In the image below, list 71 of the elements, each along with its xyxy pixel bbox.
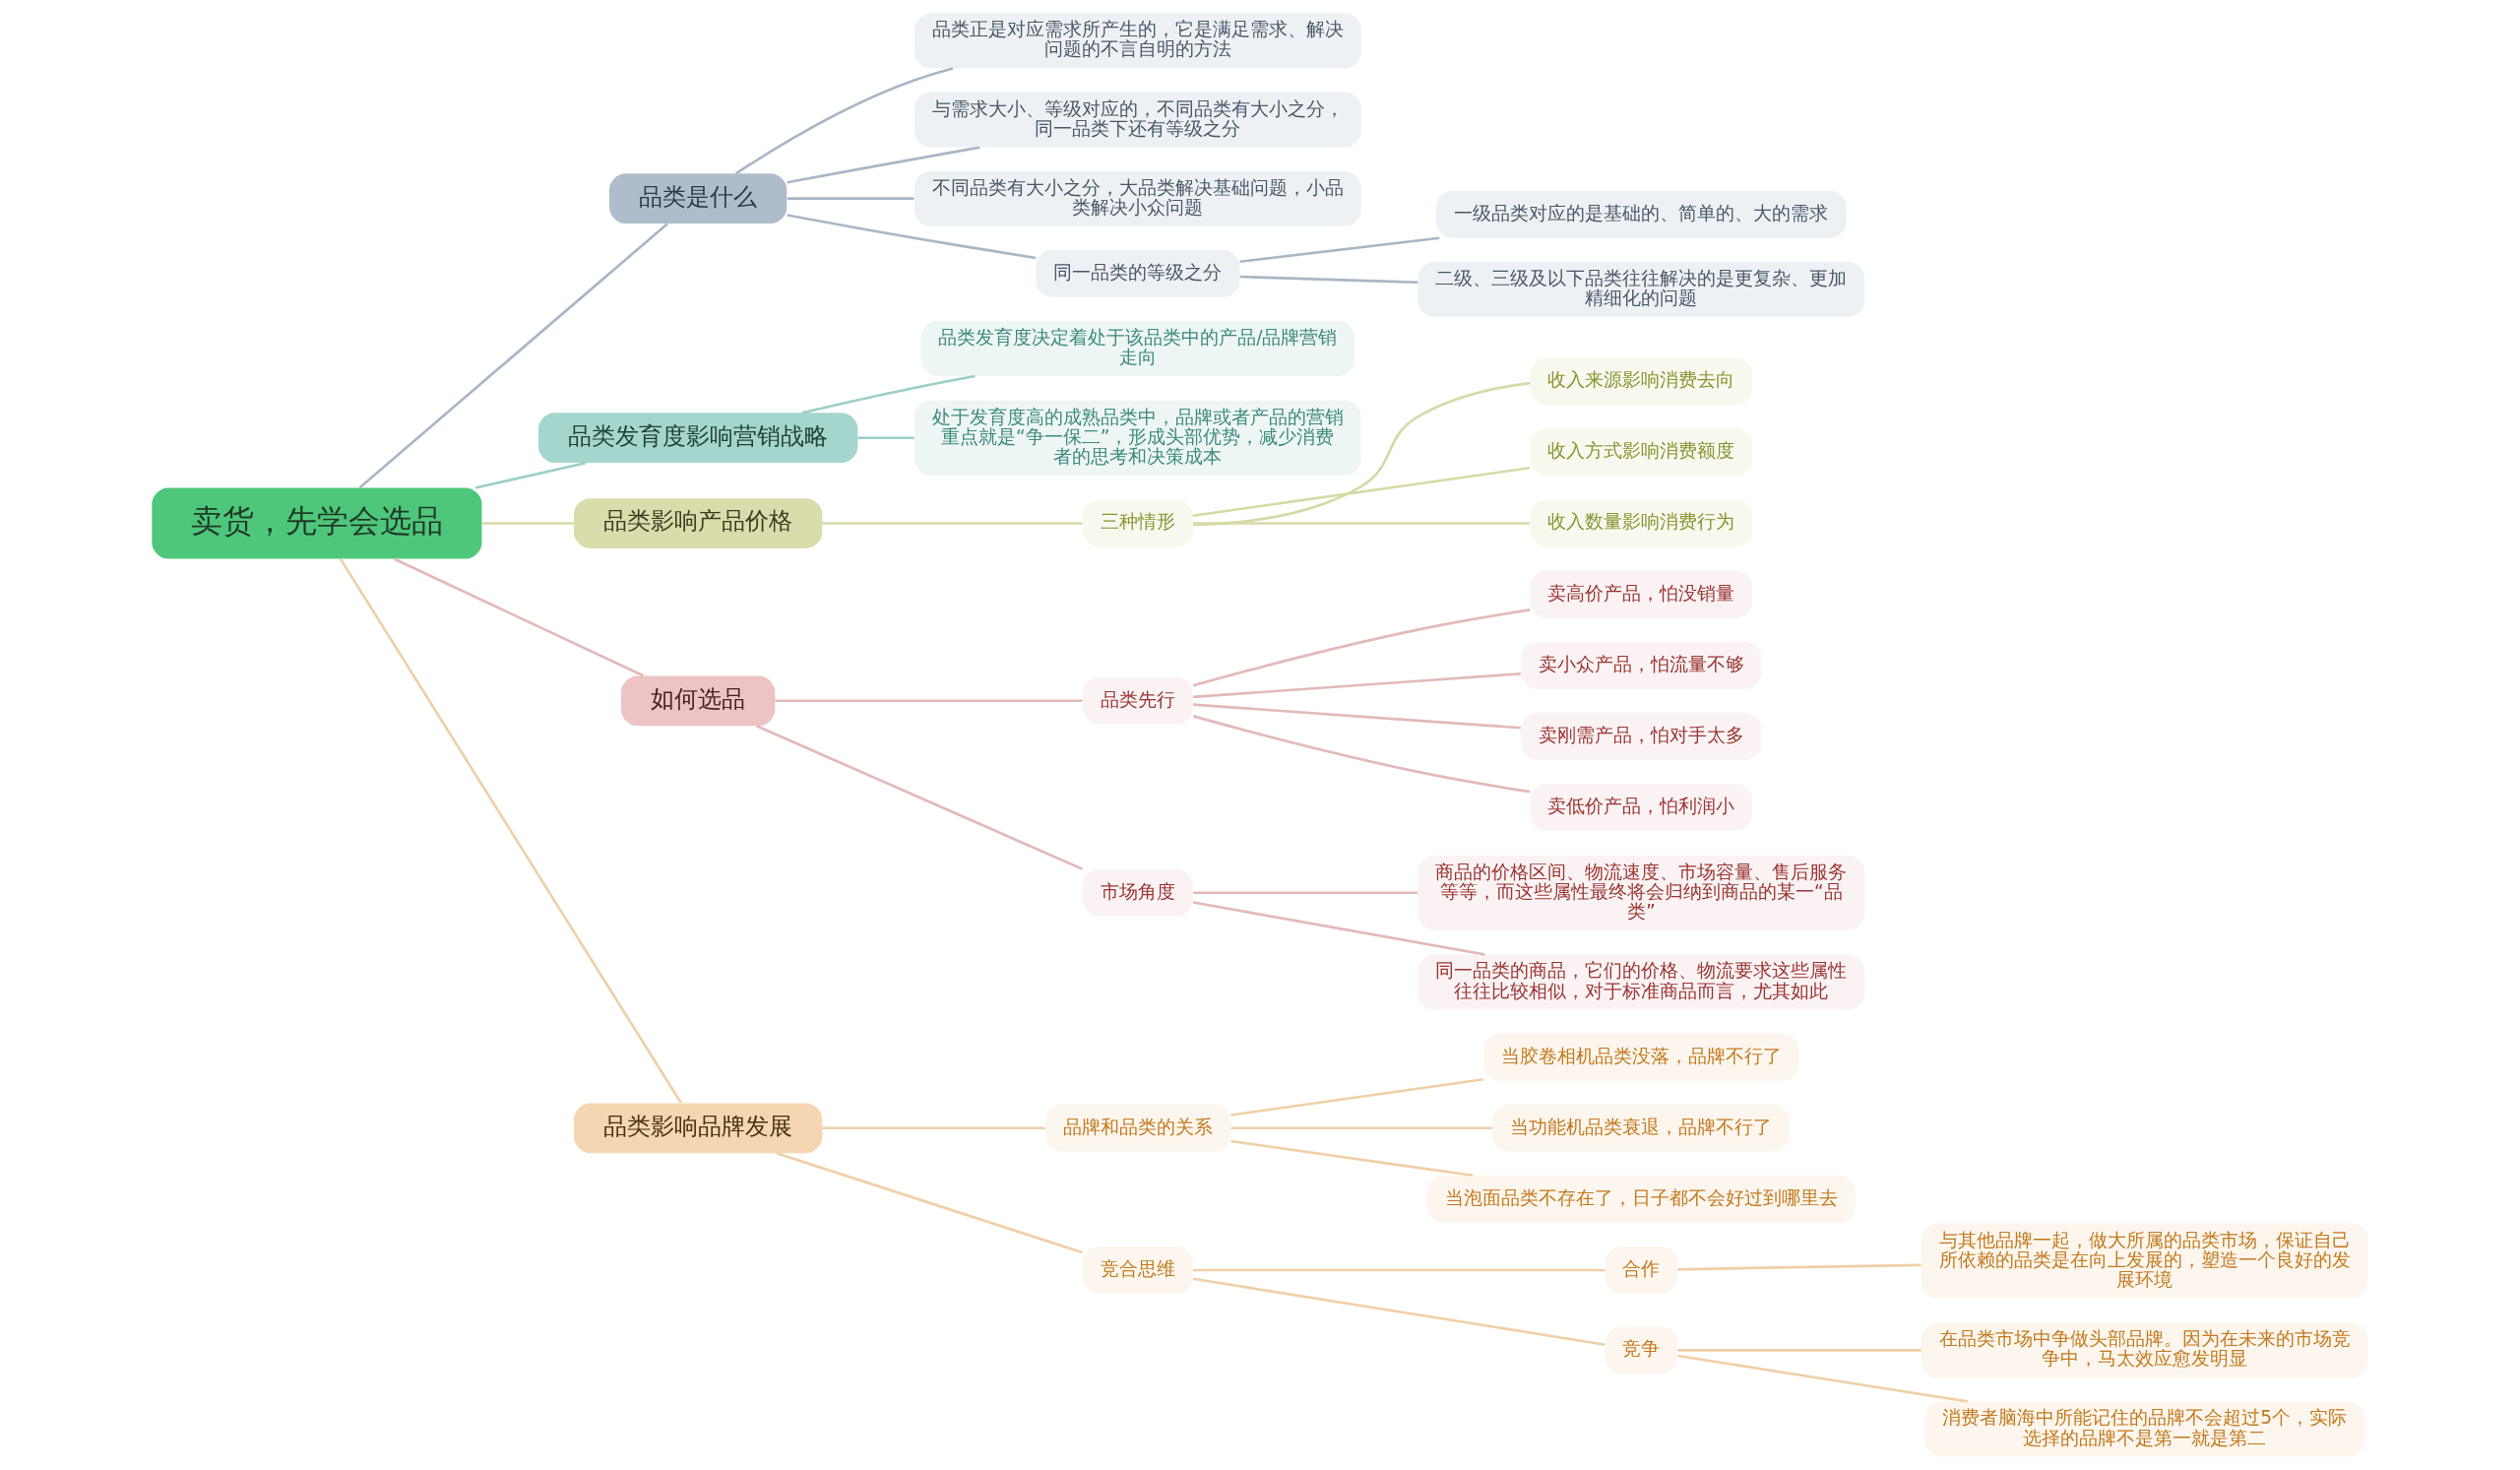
connector xyxy=(481,522,574,525)
node-box: 二级、三级及以下品类往往解决的是更复杂、更加精细化的问题 xyxy=(1418,261,1865,317)
connector xyxy=(1239,275,1418,285)
node-box: 收入数量影响消费行为 xyxy=(1530,499,1753,547)
connector xyxy=(339,557,682,1104)
node-box: 商品的价格区间、物流速度、市场容量、售后服务等等，而这些属性最终将会归纳到商品的某一“品类” xyxy=(1418,855,1865,930)
node-box: 品类影响产品价格 xyxy=(573,498,823,548)
connector xyxy=(756,725,1084,870)
node-box: 一级品类对应的是基础的、简单的、大的需求 xyxy=(1435,190,1847,238)
connector xyxy=(857,436,914,440)
connector xyxy=(1193,522,1530,525)
connector xyxy=(787,146,980,184)
node-box: 合作 xyxy=(1605,1246,1677,1294)
connector xyxy=(1193,671,1521,699)
node-box: 品类正是对应需求所产生的，它是满足需求、解决问题的不言自明的方法 xyxy=(914,13,1361,69)
node-box: 在品类市场中争做头部品牌。因为在未来的市场竞争中，马太效应愈发明显 xyxy=(1921,1322,2368,1378)
node-box: 与其他品牌一起，做大所属的品类市场，保证自己所依赖的品类是在向上发展的，塑造一个良好的发展环境 xyxy=(1921,1223,2368,1299)
connector xyxy=(1192,901,1485,956)
node-box: 品类影响品牌发展 xyxy=(573,1103,823,1154)
node-box: 竞合思维 xyxy=(1082,1246,1193,1294)
node-box: 如何选品 xyxy=(621,675,776,727)
node-box: 品类是什么 xyxy=(609,173,788,224)
node-box: 当泡面品类不存在了，日子都不会好过到哪里去 xyxy=(1426,1175,1856,1223)
connector xyxy=(1192,1277,1606,1347)
node-box: 卖低价产品，怕利润小 xyxy=(1530,783,1753,831)
node-box: 竞争 xyxy=(1605,1326,1677,1374)
connector xyxy=(787,214,1037,260)
node-box: 处于发育度高的成熟品类中，品牌或者产品的营销重点就是“争一保二”，形成头部优势，减少消费者的思考和决策成本 xyxy=(914,400,1361,476)
node-box: 卖刚需产品，怕对手太多 xyxy=(1521,712,1762,760)
node-box: 卖货，先学会选品 xyxy=(152,487,482,559)
connector xyxy=(1193,1268,1606,1272)
connector xyxy=(394,557,645,677)
connector xyxy=(1192,608,1531,687)
connector xyxy=(358,223,668,489)
node-box: 品类发育度决定着处于该品类中的产品/品牌营销走向 xyxy=(920,320,1355,376)
connector xyxy=(1677,1354,1968,1403)
connector xyxy=(822,522,1083,525)
connector xyxy=(1192,466,1531,518)
connector xyxy=(801,374,976,415)
node-box: 收入方式影响消费额度 xyxy=(1530,428,1753,477)
connector xyxy=(775,699,1083,703)
node-box: 收入来源影响消费去向 xyxy=(1530,357,1753,406)
connector xyxy=(1192,715,1531,794)
connector xyxy=(1677,1349,1922,1352)
node-box: 卖小众产品，怕流量不够 xyxy=(1521,641,1762,689)
node-box: 与需求大小、等级对应的，不同品类有大小之分，同一品类下还有等级之分 xyxy=(914,92,1361,148)
node-box: 品牌和品类的关系 xyxy=(1044,1104,1230,1152)
node-box: 品类发育度影响营销战略 xyxy=(537,413,858,464)
connector xyxy=(1239,236,1440,264)
node-box: 同一品类的商品，它们的价格、物流要求这些属性往往比较相似，对于标准商品而言，尤其如此 xyxy=(1418,954,1865,1010)
node-box: 同一品类的等级之分 xyxy=(1036,249,1240,297)
node-box: 品类先行 xyxy=(1082,676,1193,725)
connector xyxy=(1230,1077,1483,1117)
node-box: 市场角度 xyxy=(1082,868,1193,917)
node-box: 卖高价产品，怕没销量 xyxy=(1530,570,1753,618)
connector xyxy=(1230,1126,1493,1130)
node-box: 消费者脑海中所能记住的品牌不会超过5个，实际选择的品牌不是第一就是第二 xyxy=(1924,1401,2365,1457)
connector xyxy=(776,1151,1083,1254)
connector xyxy=(1230,1139,1474,1178)
connector xyxy=(1677,1263,1922,1271)
connector xyxy=(1193,381,1531,527)
connector xyxy=(1193,703,1521,730)
node-box: 不同品类有大小之分，大品类解决基础问题，小品类解决小众问题 xyxy=(914,170,1361,226)
connector xyxy=(787,197,914,201)
node-box: 三种情形 xyxy=(1082,499,1193,547)
connector xyxy=(735,67,954,175)
connector xyxy=(474,461,587,489)
connector xyxy=(1193,891,1418,895)
node-box: 当功能机品类衰退，品牌不行了 xyxy=(1492,1104,1791,1152)
node-box: 当胶卷相机品类没落，品牌不行了 xyxy=(1483,1033,1799,1081)
connector xyxy=(822,1126,1045,1130)
